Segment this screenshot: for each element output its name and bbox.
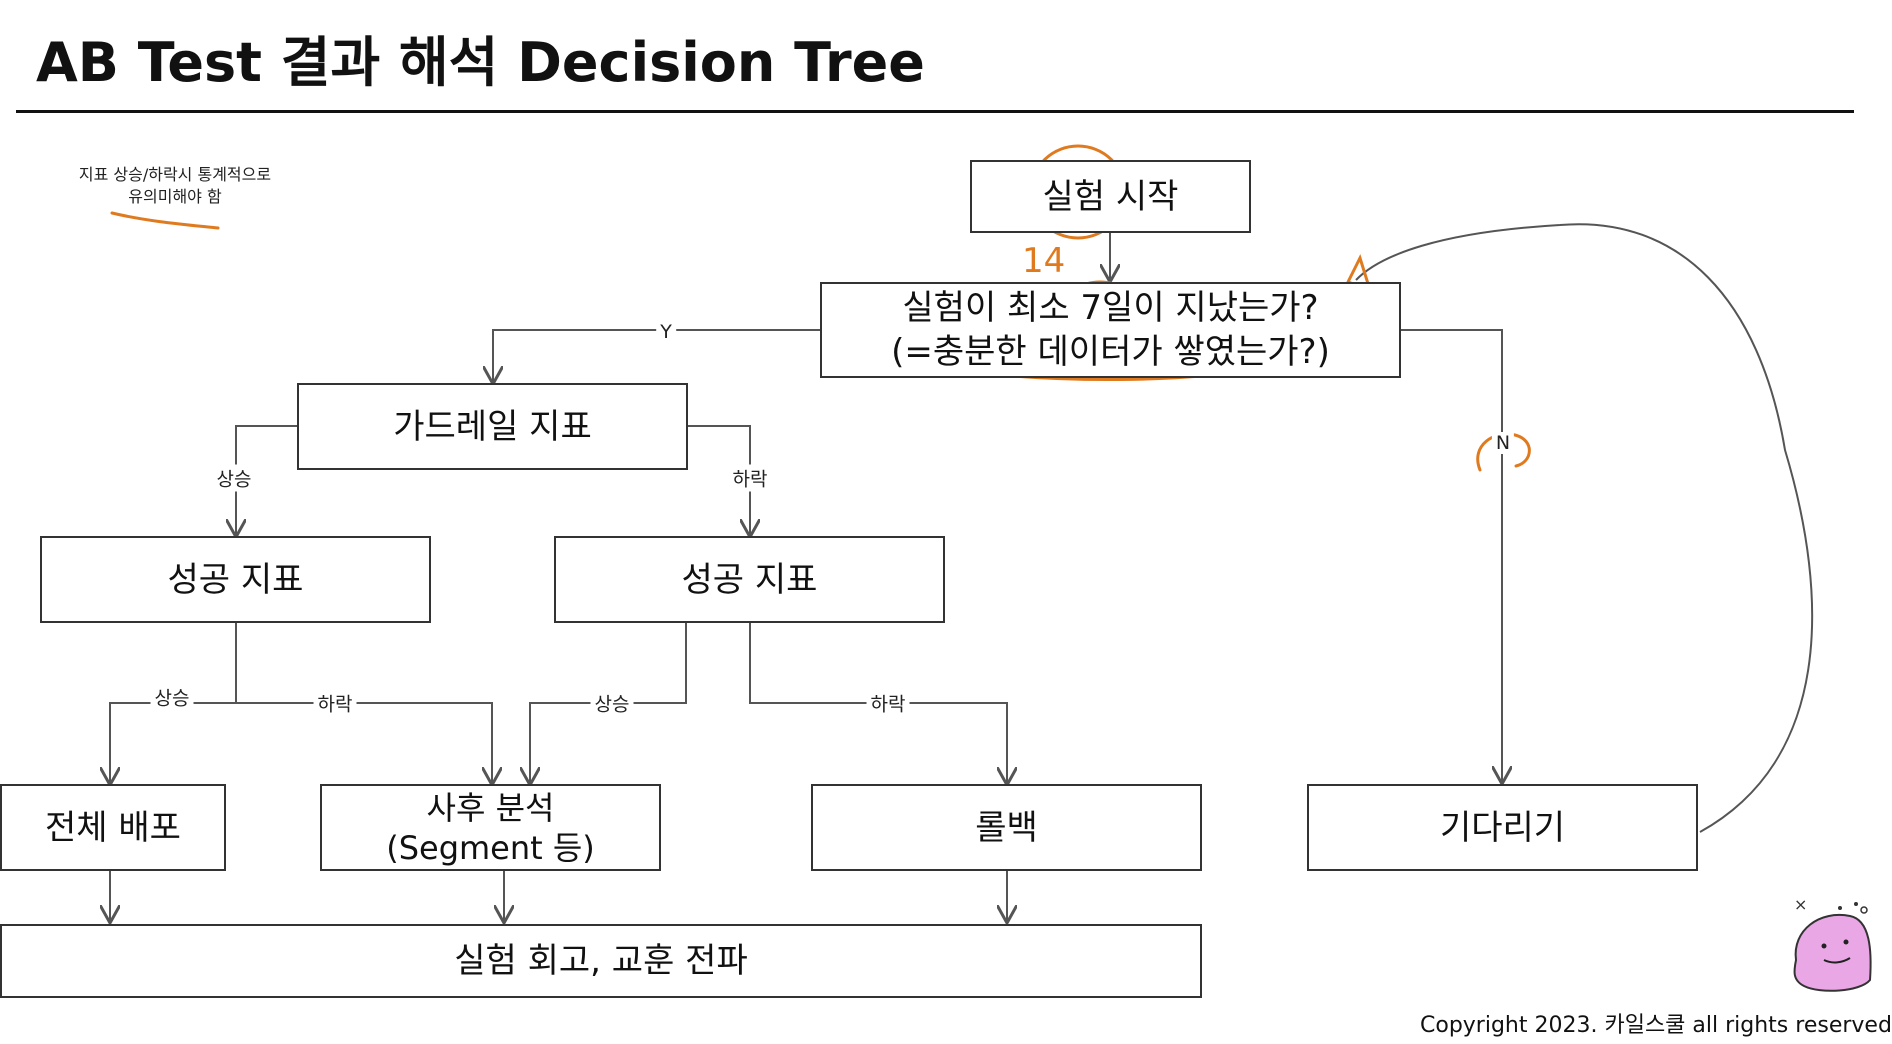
node-wait: 기다리기	[1307, 784, 1698, 871]
node-success-right-label: 성공 지표	[681, 559, 818, 600]
node-check-line-1: 실험이 최소 7일이 지났는가?	[902, 288, 1319, 328]
edge-label-guard-up: 상승	[212, 464, 256, 492]
title-divider	[16, 110, 1854, 113]
node-start: 실험 시작	[970, 160, 1251, 233]
n-circle	[1476, 432, 1531, 472]
node-check: 실험이 최소 7일이 지났는가? (=충분한 데이터가 쌓였는가?)	[820, 282, 1401, 378]
node-full-deploy: 전체 배포	[0, 784, 226, 871]
node-rollback: 롤백	[811, 784, 1202, 871]
node-retro-label: 실험 회고, 교훈 전파	[454, 941, 748, 981]
node-full-deploy-label: 전체 배포	[45, 807, 181, 848]
note-underline	[110, 211, 220, 230]
edge-label-yes: Y	[656, 321, 676, 343]
node-success-left: 성공 지표	[40, 536, 431, 623]
edge-label-left-down: 하락	[313, 689, 357, 717]
node-start-label: 실험 시작	[1042, 176, 1179, 217]
node-retro: 실험 회고, 교훈 전파	[0, 924, 1202, 998]
node-wait-label: 기다리기	[1439, 807, 1566, 848]
loop-back-line	[1355, 223, 1814, 833]
node-success-left-label: 성공 지표	[167, 559, 304, 600]
edge-label-left-up: 상승	[150, 683, 194, 711]
edge-label-right-down: 하락	[866, 689, 910, 717]
mascot-icon: ×	[1793, 895, 1872, 992]
copyright: Copyright 2023. 카일스쿨 all rights reserved	[1420, 1013, 1892, 1038]
node-guardrail: 가드레일 지표	[297, 383, 688, 470]
node-post-analysis-line-2: (Segment 등)	[386, 828, 595, 867]
node-post-analysis-line-1: 사후 분석	[426, 788, 555, 827]
edge-label-no: N	[1491, 432, 1515, 454]
node-guardrail-label: 가드레일 지표	[393, 406, 592, 447]
node-post-analysis: 사후 분석 (Segment 등)	[320, 784, 661, 871]
node-rollback-label: 롤백	[975, 807, 1038, 848]
note: 지표 상승/하락시 통계적으로 유의미해야 함	[60, 164, 290, 208]
note-line-1: 지표 상승/하락시 통계적으로	[78, 165, 272, 184]
node-check-line-2: (=충분한 데이터가 쌓였는가?)	[891, 332, 1330, 372]
svg-text:×: ×	[1794, 895, 1807, 914]
page-title: AB Test 결과 해석 Decision Tree	[36, 31, 925, 94]
edge-label-guard-down: 하락	[728, 464, 772, 492]
node-success-right: 성공 지표	[554, 536, 945, 623]
handwritten-number: 14	[1022, 241, 1065, 281]
note-line-2: 유의미해야 함	[128, 187, 222, 206]
edge-label-right-up: 상승	[590, 689, 634, 717]
